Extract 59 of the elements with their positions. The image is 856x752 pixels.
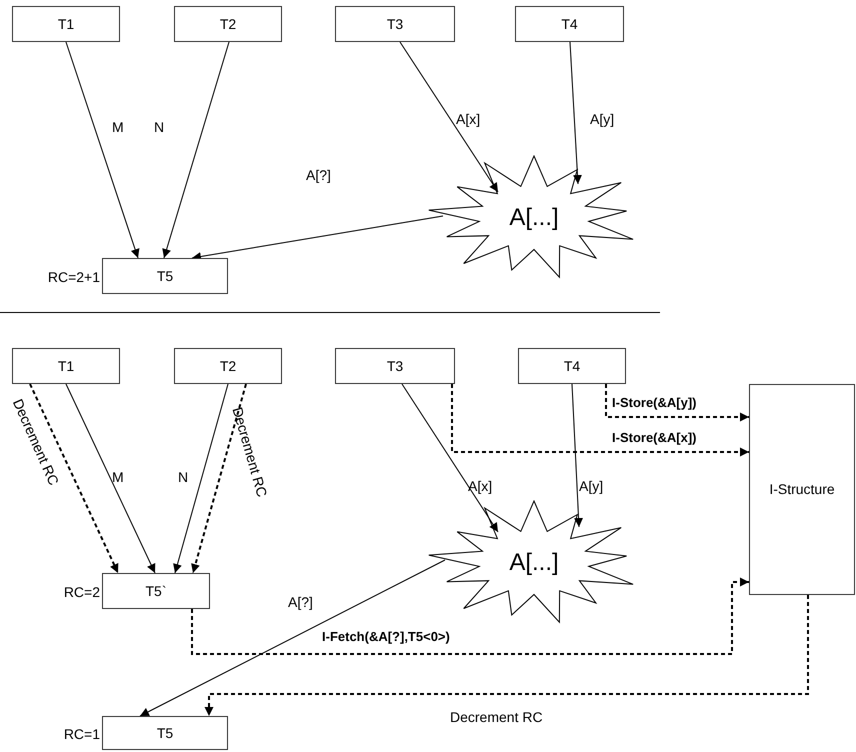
arrow: [204, 595, 809, 716]
node-label: I-Structure: [769, 480, 835, 499]
edge-label: M: [112, 120, 124, 134]
node-label: T4: [564, 356, 580, 376]
edge-label: I-Store(&A[y]): [612, 396, 696, 409]
node-label: A[...]: [509, 202, 559, 232]
edge-label: A[x]: [468, 479, 492, 493]
edge-label: A[y]: [590, 112, 614, 126]
edge-label: I-Fetch(&A[?],T5<0>): [322, 630, 450, 643]
process-box: [518, 348, 626, 384]
edge-label: M: [112, 470, 124, 484]
arrow: [572, 384, 584, 528]
arrow: [191, 384, 247, 574]
edge-label: A[?]: [288, 595, 313, 609]
edge-label: A[x]: [456, 112, 480, 126]
arrow: [192, 216, 444, 261]
node-caption: RC=2: [64, 583, 100, 602]
process-box: [102, 573, 210, 609]
arrow: [402, 384, 498, 532]
edge-label: N: [154, 120, 164, 134]
process-box: [102, 716, 228, 750]
node-caption: RC=2+1: [48, 268, 100, 287]
node-label: T5`: [146, 582, 166, 600]
arrow: [66, 42, 140, 258]
process-box: [749, 384, 855, 595]
arrow: [162, 42, 230, 258]
process-box: [12, 6, 120, 42]
edge-label: N: [178, 470, 188, 484]
arrow: [570, 42, 582, 184]
arrow: [66, 384, 156, 574]
edge-label: I-Store(&A[x]): [612, 431, 696, 444]
process-box: [335, 6, 455, 42]
node-label: T3: [386, 356, 404, 376]
process-box: [335, 348, 455, 384]
process-box: [102, 258, 228, 294]
arrow: [191, 578, 749, 655]
node-label: T1: [58, 356, 74, 376]
arrow: [140, 560, 446, 716]
node-label: T5: [156, 724, 174, 742]
process-box: [174, 6, 282, 42]
node-label: T5: [156, 266, 174, 286]
arrow: [451, 384, 749, 456]
process-box: [515, 6, 624, 42]
node-label: T3: [386, 14, 404, 34]
node-caption: RC=1: [64, 725, 100, 744]
arrow: [400, 42, 498, 192]
edge-label: Decrement RC: [450, 710, 543, 724]
arrow: [605, 384, 749, 422]
node-label: T2: [220, 356, 236, 376]
process-box: [12, 348, 120, 384]
edge-label: A[?]: [306, 168, 331, 182]
node-label: A[...]: [509, 548, 559, 578]
arrow: [173, 384, 228, 574]
node-label: T2: [220, 14, 236, 34]
arrow: [29, 384, 119, 574]
edge-label: A[y]: [579, 479, 604, 493]
node-label: T1: [58, 14, 74, 34]
process-box: [174, 348, 282, 384]
node-label: T4: [561, 14, 578, 34]
